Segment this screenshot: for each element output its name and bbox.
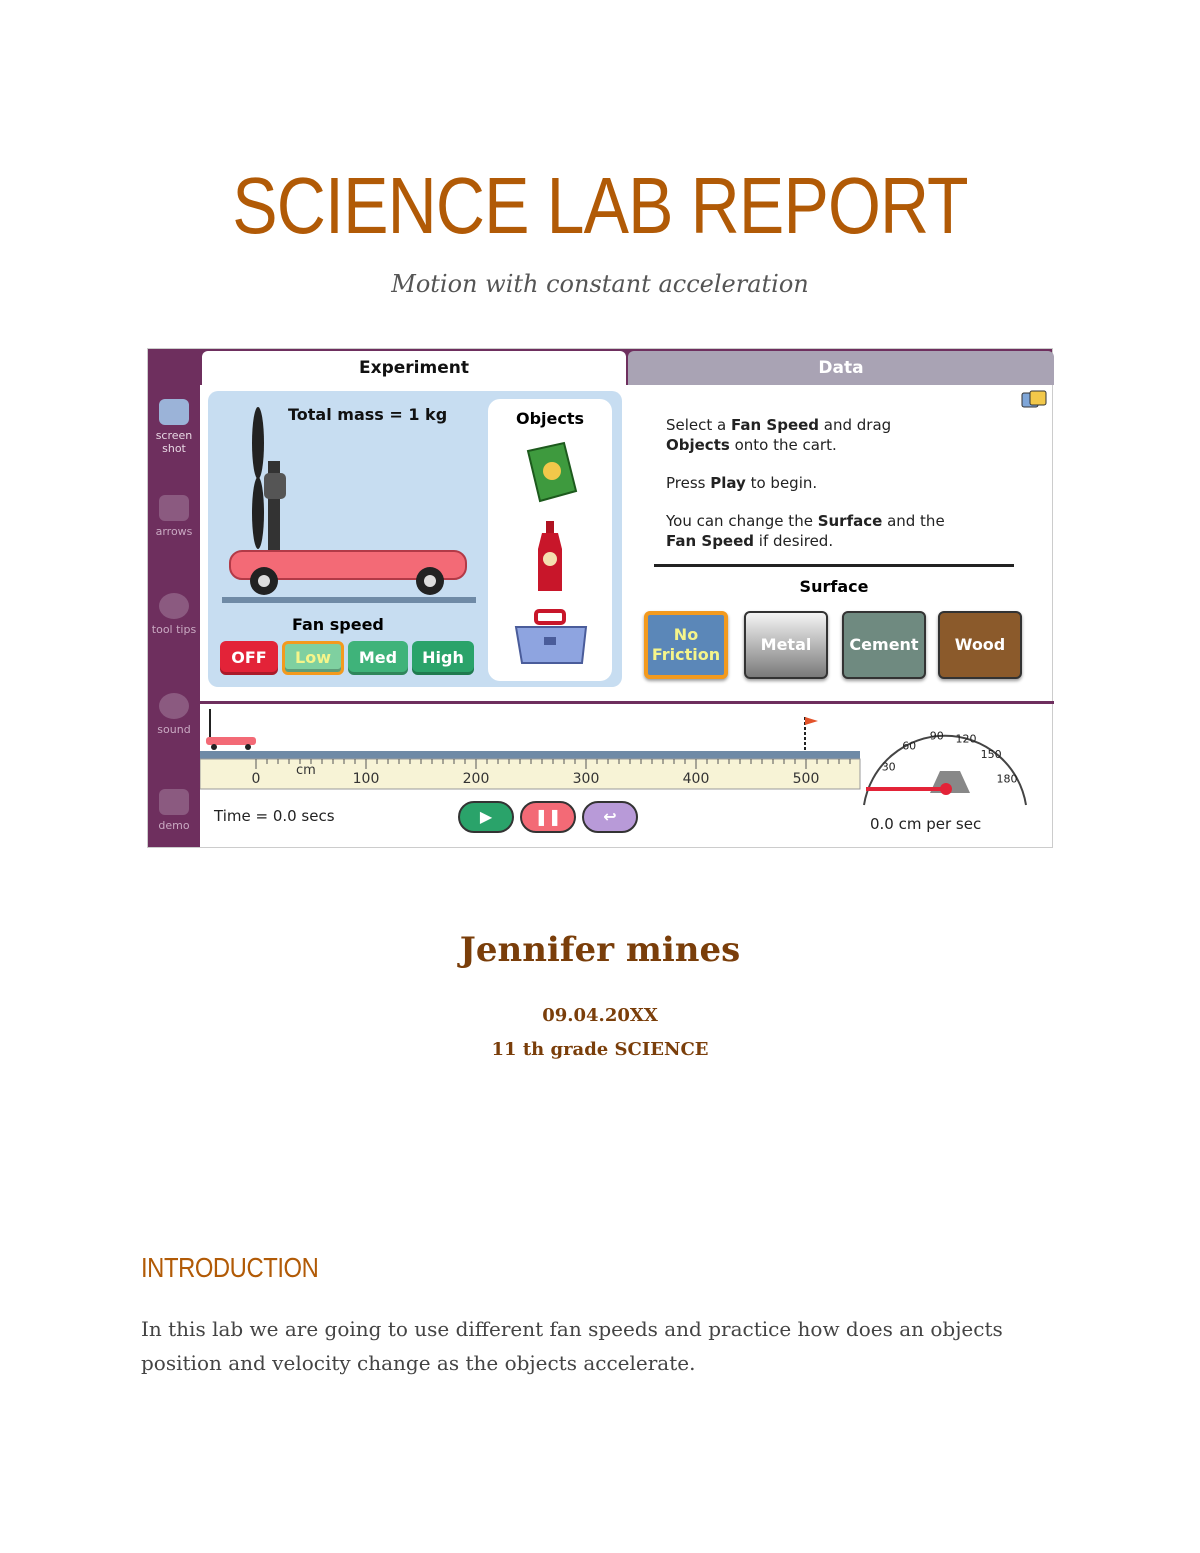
speedometer-tick-label: 30 (882, 761, 896, 774)
surface-metal-button[interactable]: Metal (744, 611, 828, 679)
pause-icon: ❚❚ (534, 807, 562, 826)
report-subtitle: Motion with constant acceleration (391, 270, 809, 298)
report-title: SCIENCE LAB REPORT (232, 161, 968, 250)
speedometer-tick-label: 150 (981, 748, 1002, 761)
objects-label: Objects (515, 409, 585, 428)
fan-high-button[interactable]: High (412, 641, 474, 675)
sidebar-label: sound (157, 723, 191, 736)
surface-wood-button[interactable]: Wood (938, 611, 1022, 679)
time-readout: Time = 0.0 secs (214, 807, 335, 825)
reset-icon: ↩ (603, 807, 617, 826)
speedometer-tick-label: 180 (997, 772, 1018, 785)
speedometer: 30 60 90 120 150 180 (863, 730, 1027, 806)
arrows-button[interactable]: arrows (148, 495, 200, 538)
ruler-tick-label: 400 (683, 771, 710, 787)
ruler-ticks: 0 100 200 300 400 500 (252, 759, 851, 787)
surface-cement-button[interactable]: Cement (842, 611, 926, 679)
ruler-tick-label: 0 (252, 771, 261, 787)
report-date: 09.04.20XX (542, 1005, 658, 1026)
ruler-graphic (200, 709, 861, 790)
sim-tabs: Experiment Data (200, 349, 1054, 385)
experiment-panel: Total mass = 1 kg Fan speed OFF Low Med … (208, 391, 622, 687)
copy-screen-icon[interactable] (1020, 389, 1048, 411)
surface-no-friction-button[interactable]: No Friction (644, 611, 728, 679)
introduction-heading: INTRODUCTION (141, 1252, 319, 1283)
objects-box: Objects (488, 399, 612, 681)
surface-label: Surface (799, 577, 869, 596)
sound-button[interactable]: sound (148, 693, 200, 736)
fan-cart-icon (222, 407, 476, 603)
ruler-tick-label: 300 (573, 771, 600, 787)
reset-button[interactable]: ↩ (582, 801, 638, 833)
introduction-text: In this lab we are going to use differen… (141, 1317, 1003, 1375)
fan-low-button[interactable]: Low (282, 641, 344, 675)
speedometer-tick-label: 90 (930, 730, 944, 743)
tv-icon (159, 789, 189, 815)
divider (200, 701, 1054, 704)
sidebar-label: demo (158, 819, 190, 832)
play-button[interactable]: ▶ (458, 801, 514, 833)
student-name: Jennifer mines (459, 930, 741, 970)
fan-med-button[interactable]: Med (348, 641, 408, 675)
speaker-icon (159, 693, 189, 719)
speedometer-tick-label: 120 (956, 732, 977, 745)
sim-sidebar: screen shot arrows tool tips sound demo (148, 349, 200, 847)
tool-tips-button[interactable]: tool tips (148, 593, 200, 636)
soda-bottle-icon[interactable] (534, 519, 566, 595)
speed-readout: 0.0 cm per sec (870, 815, 982, 833)
sidebar-label: tool tips (151, 623, 197, 636)
pause-button[interactable]: ❚❚ (520, 801, 576, 833)
play-icon: ▶ (479, 807, 493, 826)
speedometer-tick-label: 60 (902, 740, 916, 753)
camera-icon (159, 399, 189, 425)
ruler-unit: cm (296, 763, 316, 778)
ruler-tick-label: 100 (353, 771, 380, 787)
speech-bubble-icon (159, 593, 189, 619)
sidebar-label: screen shot (155, 429, 193, 455)
grade-label: 11 th grade SCIENCE (491, 1039, 709, 1060)
sidebar-label: arrows (155, 525, 193, 538)
toolbox-icon[interactable] (512, 609, 590, 669)
total-mass-label: Total mass = 1 kg (288, 405, 448, 424)
ruler-tick-label: 500 (793, 771, 820, 787)
fan-off-button[interactable]: OFF (220, 641, 278, 675)
tab-data[interactable]: Data (628, 351, 1054, 385)
fan-speed-heading: Fan speed (292, 615, 384, 634)
ruler-tick-label: 200 (463, 771, 490, 787)
track-area: 0 100 200 300 400 500 cm 30 60 90 120 150 180 Time… (200, 707, 1054, 849)
simulation-image: screen shot arrows tool tips sound demo … (147, 348, 1054, 849)
tab-experiment[interactable]: Experiment (202, 351, 626, 385)
screenshot-button[interactable]: screen shot (148, 399, 200, 455)
book-icon[interactable] (520, 441, 580, 505)
demo-button[interactable]: demo (148, 789, 200, 832)
arrows-icon (159, 495, 189, 521)
divider (654, 564, 1014, 567)
